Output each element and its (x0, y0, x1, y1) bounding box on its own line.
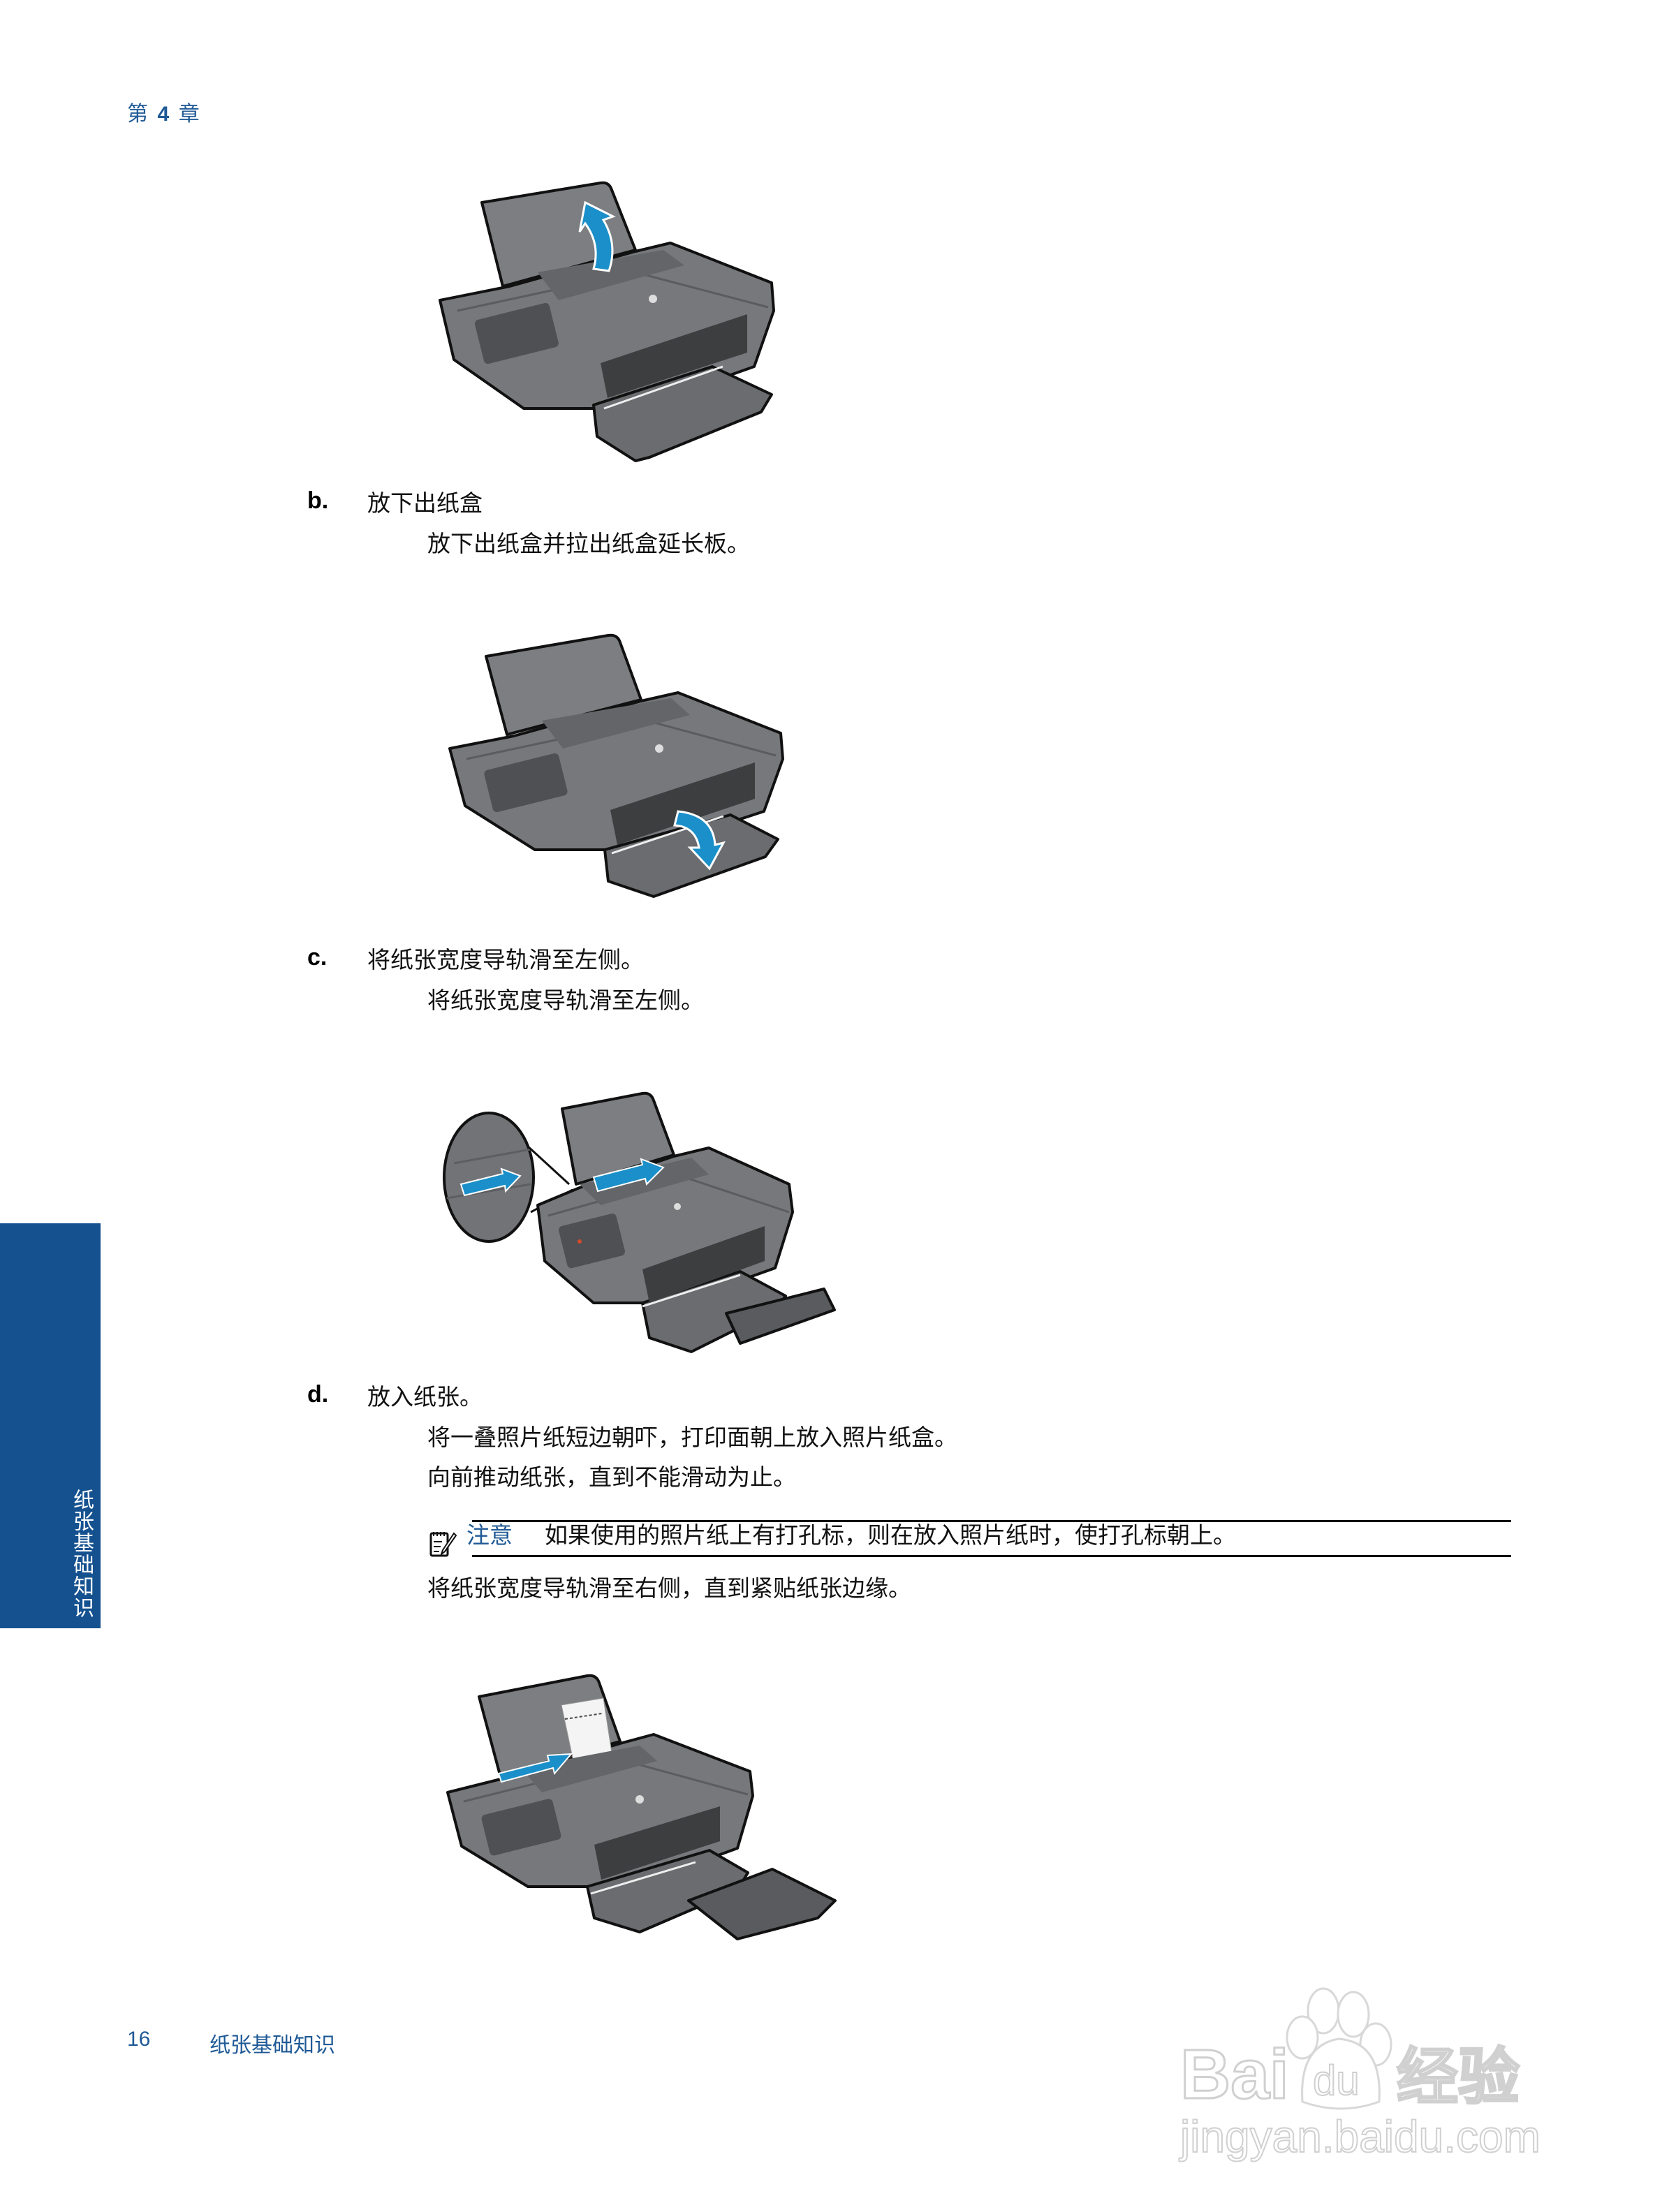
left-arrow-icon (592, 1158, 665, 1193)
printer-figure-raise-tray (439, 181, 775, 462)
svg-text:jingyan.baidu.com: jingyan.baidu.com (1179, 2111, 1540, 2162)
step-b-line: 放下出纸盒并拉出纸盒延长板。 (427, 530, 750, 557)
footer-section-title: 纸张基础知识 (209, 2033, 335, 2058)
printer-figure-lower-output-tray (448, 633, 784, 898)
printer-figure-load-paper (446, 1674, 837, 1940)
step-d-line-1: 将一叠照片纸短边朝吓，打印面朝上放入照片纸盒。 (427, 1424, 957, 1451)
step-d-letter: d. (307, 1381, 329, 1408)
curved-down-arrow-icon (673, 810, 726, 871)
chapter-suffix: 章 (178, 102, 201, 126)
note-top-rule (472, 1520, 1511, 1522)
svg-text:Bai: Bai (1180, 2035, 1289, 2114)
note-bottom-rule (472, 1555, 1511, 1557)
note-label: 注意 (466, 1521, 513, 1549)
step-d-title: 放入纸张。 (367, 1383, 483, 1410)
note-text: 如果使用的照片纸上有打孔标，则在放入照片纸时，使打孔标朝上。 (545, 1521, 1236, 1549)
step-c-line: 将纸张宽度导轨滑至左侧。 (427, 987, 704, 1014)
step-c-letter: c. (307, 944, 328, 971)
printer-figure-slide-guide-left (443, 1091, 836, 1353)
step-b-letter: b. (307, 487, 329, 514)
svg-text:du: du (1313, 2057, 1360, 2104)
side-tab-label: 纸张基础知识 (69, 1489, 94, 1619)
left-arrow-icon-inset (459, 1167, 522, 1197)
step-d-after-note: 将纸张宽度导轨滑至右侧，直到紧贴纸张边缘。 (427, 1575, 911, 1602)
baidu-watermark-logo: Bai du 经验 jingyan.baidu.com (1178, 1987, 1541, 2162)
page-number: 16 (127, 2028, 151, 2051)
chapter-header: 第 4 章 (127, 96, 201, 127)
right-arrow-icon (497, 1753, 573, 1783)
step-b-title: 放下出纸盒 (367, 489, 483, 517)
step-d-line-2: 向前推动纸张，直到不能滑动为止。 (427, 1463, 796, 1491)
chapter-number: 4 (157, 103, 171, 126)
chapter-prefix: 第 (127, 102, 149, 126)
step-c-title: 将纸张宽度导轨滑至左侧。 (367, 946, 644, 973)
curved-up-arrow-icon (578, 200, 616, 272)
note-pencil-icon (429, 1532, 457, 1557)
side-section-tab: 纸张基础知识 (0, 1223, 101, 1628)
svg-text:经验: 经验 (1397, 2041, 1520, 2113)
